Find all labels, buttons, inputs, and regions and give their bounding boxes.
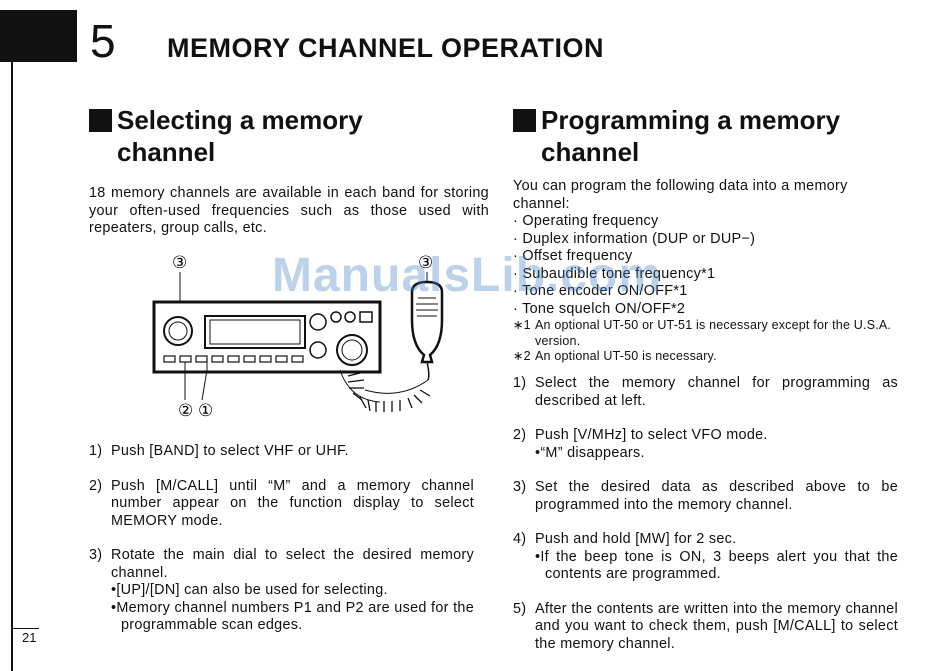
footnote: ∗2 An optional UT-50 is necessary. [513, 349, 717, 363]
callout-3-right: ③ [418, 253, 433, 273]
section-programming: Programming a memory channel [513, 104, 913, 168]
chapter-title: MEMORY CHANNEL OPERATION [167, 33, 605, 63]
program-data-list: You can program the following data into … [513, 178, 898, 365]
main-dial-left [163, 316, 193, 346]
function-display [204, 315, 306, 349]
watermark: ManualsLib.com [272, 249, 663, 302]
chapter-number: 5 [90, 15, 116, 67]
list-item: · Tone squelch ON/OFF*2 [513, 300, 686, 317]
chapter-tab-block [0, 10, 77, 62]
list-item: · Operating frequency [513, 213, 659, 229]
radio-diagram: ③ ③ ② ① [152, 253, 444, 420]
button-row [163, 355, 304, 363]
list-item: · Offset frequency [513, 248, 633, 264]
list-item: · Subaudible tone frequency*1 [513, 265, 716, 282]
list-item: · Duplex information (DUP or DUP−) [513, 230, 756, 247]
microphone [410, 280, 444, 364]
callout-3-left: ③ [172, 253, 187, 273]
bullet-item: •Memory channel numbers P1 and P2 are us… [111, 599, 474, 634]
step-item: 5) After the contents are written into t… [513, 600, 898, 652]
step-item: 2) Push [M/CALL] until “M” and a memory … [89, 477, 474, 529]
margin-rule [11, 62, 13, 671]
page-number: 21 [22, 630, 37, 645]
callout-1: ① [198, 401, 213, 420]
step-item: 2) Push [V/MHz] to select VFO mode. •“M”… [513, 427, 898, 462]
list-item: · Tone encoder ON/OFF*1 [513, 283, 688, 299]
step-item: 1) Push [BAND] to select VHF or UHF. [89, 443, 349, 459]
mic-grille [416, 297, 438, 317]
coiled-cord [347, 371, 431, 412]
footnote: ∗1 An optional UT-50 or UT-51 is necessa… [513, 318, 892, 348]
section-square-icon [513, 109, 536, 132]
intro-text: 18 memory channels are available in each… [89, 185, 489, 236]
section-square-icon [89, 109, 112, 132]
step-item: 3) Rotate the main dial to select the de… [89, 547, 474, 634]
main-dial-right [336, 334, 368, 366]
intro-text: You can program the following data into … [513, 178, 848, 212]
step-item: 4) Push and hold [MW] for 2 sec. •If the… [513, 531, 898, 583]
bullet-item: •[UP]/[DN] can also be used for selectin… [111, 582, 388, 598]
left-steps: 1) Push [BAND] to select VHF or UHF. 2) … [89, 443, 474, 652]
step-item: 3) Set the desired data as described abo… [513, 479, 898, 513]
section-title-selecting: Selecting a memory channel [89, 104, 489, 168]
page-number-rule [13, 628, 39, 629]
section-title-programming: Programming a memory channel [513, 104, 913, 168]
step-item: 1) Select the memory channel for program… [513, 375, 898, 409]
right-steps: 1) Select the memory channel for program… [513, 375, 898, 670]
bullet-item: •If the beep tone is ON, 3 beeps alert y… [535, 548, 898, 583]
section-selecting: Selecting a memory channel 18 memory cha… [89, 104, 489, 238]
callout-2: ② [178, 401, 193, 420]
bullet-item: •“M” disappears. [535, 444, 645, 461]
